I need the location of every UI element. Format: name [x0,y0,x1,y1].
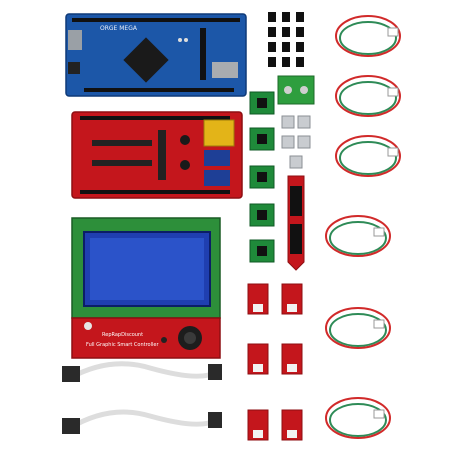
lcd-12864-controller: RepRapDiscount Full Graphic Smart Contro… [71,217,221,359]
endstop-switches [253,304,297,438]
heatsinks [281,115,311,169]
lcd-ribbon-cable [68,361,218,431]
driver-chips [257,98,267,256]
lcd-brand-label: RepRapDiscount [102,332,143,338]
mega-board-label: ORGE MEGA [100,25,138,32]
cable-connectors [373,27,399,419]
ribbon-connectors [62,364,222,434]
stepper-motor-cables [325,15,401,439]
ramps-shield-board [71,111,243,199]
arduino-mega-board: ORGE MEGA [65,13,247,97]
power-terminal-block [277,75,315,105]
lcd-controller-label: Full Graphic Smart Controller [86,342,159,348]
jumper-caps [268,12,304,67]
lcd-adapter-board [287,175,305,271]
